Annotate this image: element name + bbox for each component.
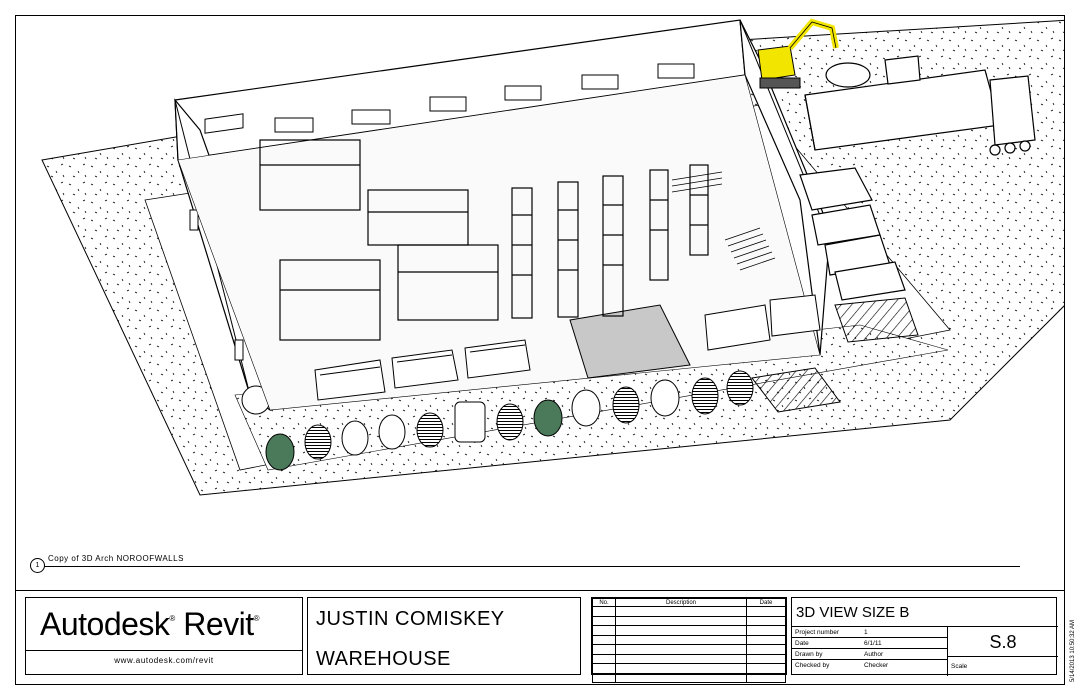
rev-row	[592, 625, 786, 636]
rev-header-no: No.	[592, 598, 616, 607]
autodesk-logo-box: Autodesk® Revit® www.autodesk.com/revit	[25, 597, 303, 675]
parked-cars	[265, 370, 754, 471]
project-name-line1: JUSTIN COMISKEY	[316, 608, 505, 630]
rev-row	[592, 653, 786, 664]
sheet-border	[15, 15, 1065, 685]
autodesk-revit-logo: Autodesk® Revit®	[40, 606, 260, 642]
view-title-text: Copy of 3D Arch NOROOFWALLS	[48, 554, 184, 563]
view-number: 1	[30, 558, 45, 573]
project-name-line2: WAREHOUSE	[316, 648, 451, 670]
view-title: 1 Copy of 3D Arch NOROOFWALLS	[30, 554, 1020, 576]
isometric-warehouse-view	[41, 18, 1064, 496]
rev-row	[592, 634, 786, 645]
view-title-underline	[44, 566, 1020, 567]
rev-header-description: Description	[615, 598, 747, 607]
excavator	[757, 18, 839, 89]
rev-row	[592, 663, 786, 674]
sheet-view-name: 3D VIEW SIZE B	[796, 604, 910, 621]
work-stations	[259, 139, 499, 341]
project-name-box: JUSTIN COMISKEY WAREHOUSE	[307, 597, 581, 675]
gray-floor-zone	[569, 304, 691, 379]
sheet-number: S.8	[947, 626, 1058, 657]
storage-racks	[511, 164, 709, 319]
scale-field: Scale	[947, 656, 1058, 676]
trucks	[799, 55, 1036, 301]
logo-divider	[26, 650, 302, 651]
rev-row	[592, 644, 786, 655]
rev-row	[592, 615, 786, 626]
desk-clusters	[314, 294, 821, 401]
stair	[671, 171, 776, 271]
title-block: Autodesk® Revit® www.autodesk.com/revit …	[15, 590, 1065, 686]
print-timestamp: 5/14/2013 10:50:32 AM	[1070, 619, 1076, 682]
rev-row	[592, 672, 786, 683]
rev-header-date: Date	[746, 598, 786, 607]
rev-row	[592, 606, 786, 617]
hatched-parking	[751, 297, 919, 413]
logo-url: www.autodesk.com/revit	[114, 656, 214, 665]
revision-table: No. Description Date	[591, 597, 787, 683]
